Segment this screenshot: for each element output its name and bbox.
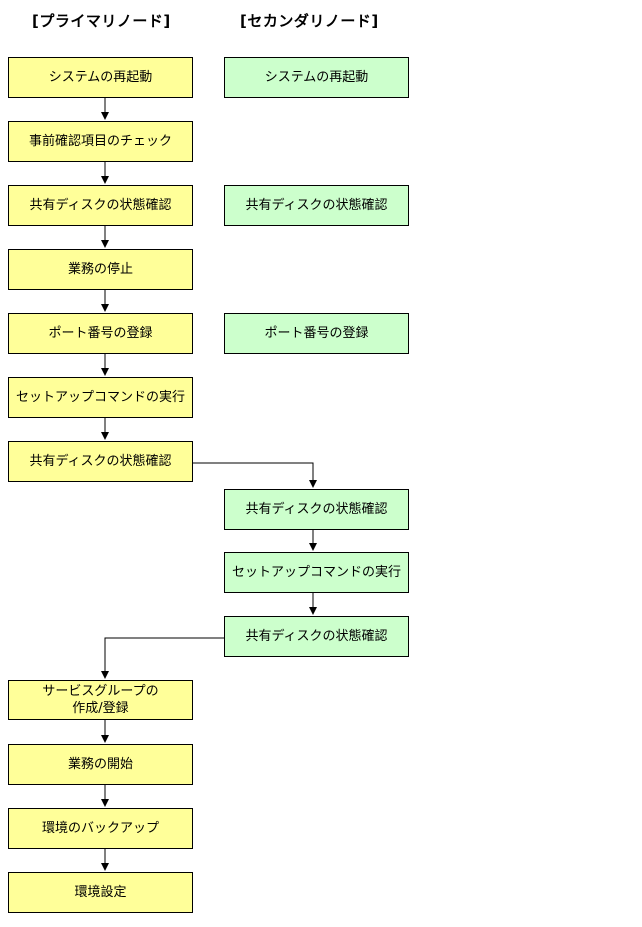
primary-step-disk-check-2: 共有ディスクの状態確認: [8, 441, 193, 482]
primary-step-disk-check-1: 共有ディスクの状態確認: [8, 185, 193, 226]
secondary-step-disk-check-1: 共有ディスクの状態確認: [224, 185, 409, 226]
arrow-p7-s4: [193, 462, 317, 488]
secondary-node-header: [セカンダリノード]: [240, 12, 379, 30]
primary-step-port-register: ポート番号の登録: [8, 313, 193, 354]
primary-node-header: [プライマリノード]: [32, 12, 171, 30]
primary-step-setup-command: セットアップコマンドの実行: [8, 377, 193, 418]
secondary-step-setup-command: セットアップコマンドの実行: [224, 552, 409, 593]
secondary-step-disk-check-2: 共有ディスクの状態確認: [224, 489, 409, 530]
secondary-step-port-register: ポート番号の登録: [224, 313, 409, 354]
primary-step-system-restart: システムの再起動: [8, 57, 193, 98]
primary-step-service-group: サービスグループの 作成/登録: [8, 680, 193, 720]
secondary-step-system-restart: システムの再起動: [224, 57, 409, 98]
primary-step-stop-business: 業務の停止: [8, 249, 193, 290]
primary-step-env-settings: 環境設定: [8, 872, 193, 913]
primary-step-start-business: 業務の開始: [8, 744, 193, 785]
primary-step-precheck: 事前確認項目のチェック: [8, 121, 193, 162]
arrow-s6-p8: [101, 637, 224, 679]
primary-step-backup: 環境のバックアップ: [8, 808, 193, 849]
secondary-step-disk-check-3: 共有ディスクの状態確認: [224, 616, 409, 657]
